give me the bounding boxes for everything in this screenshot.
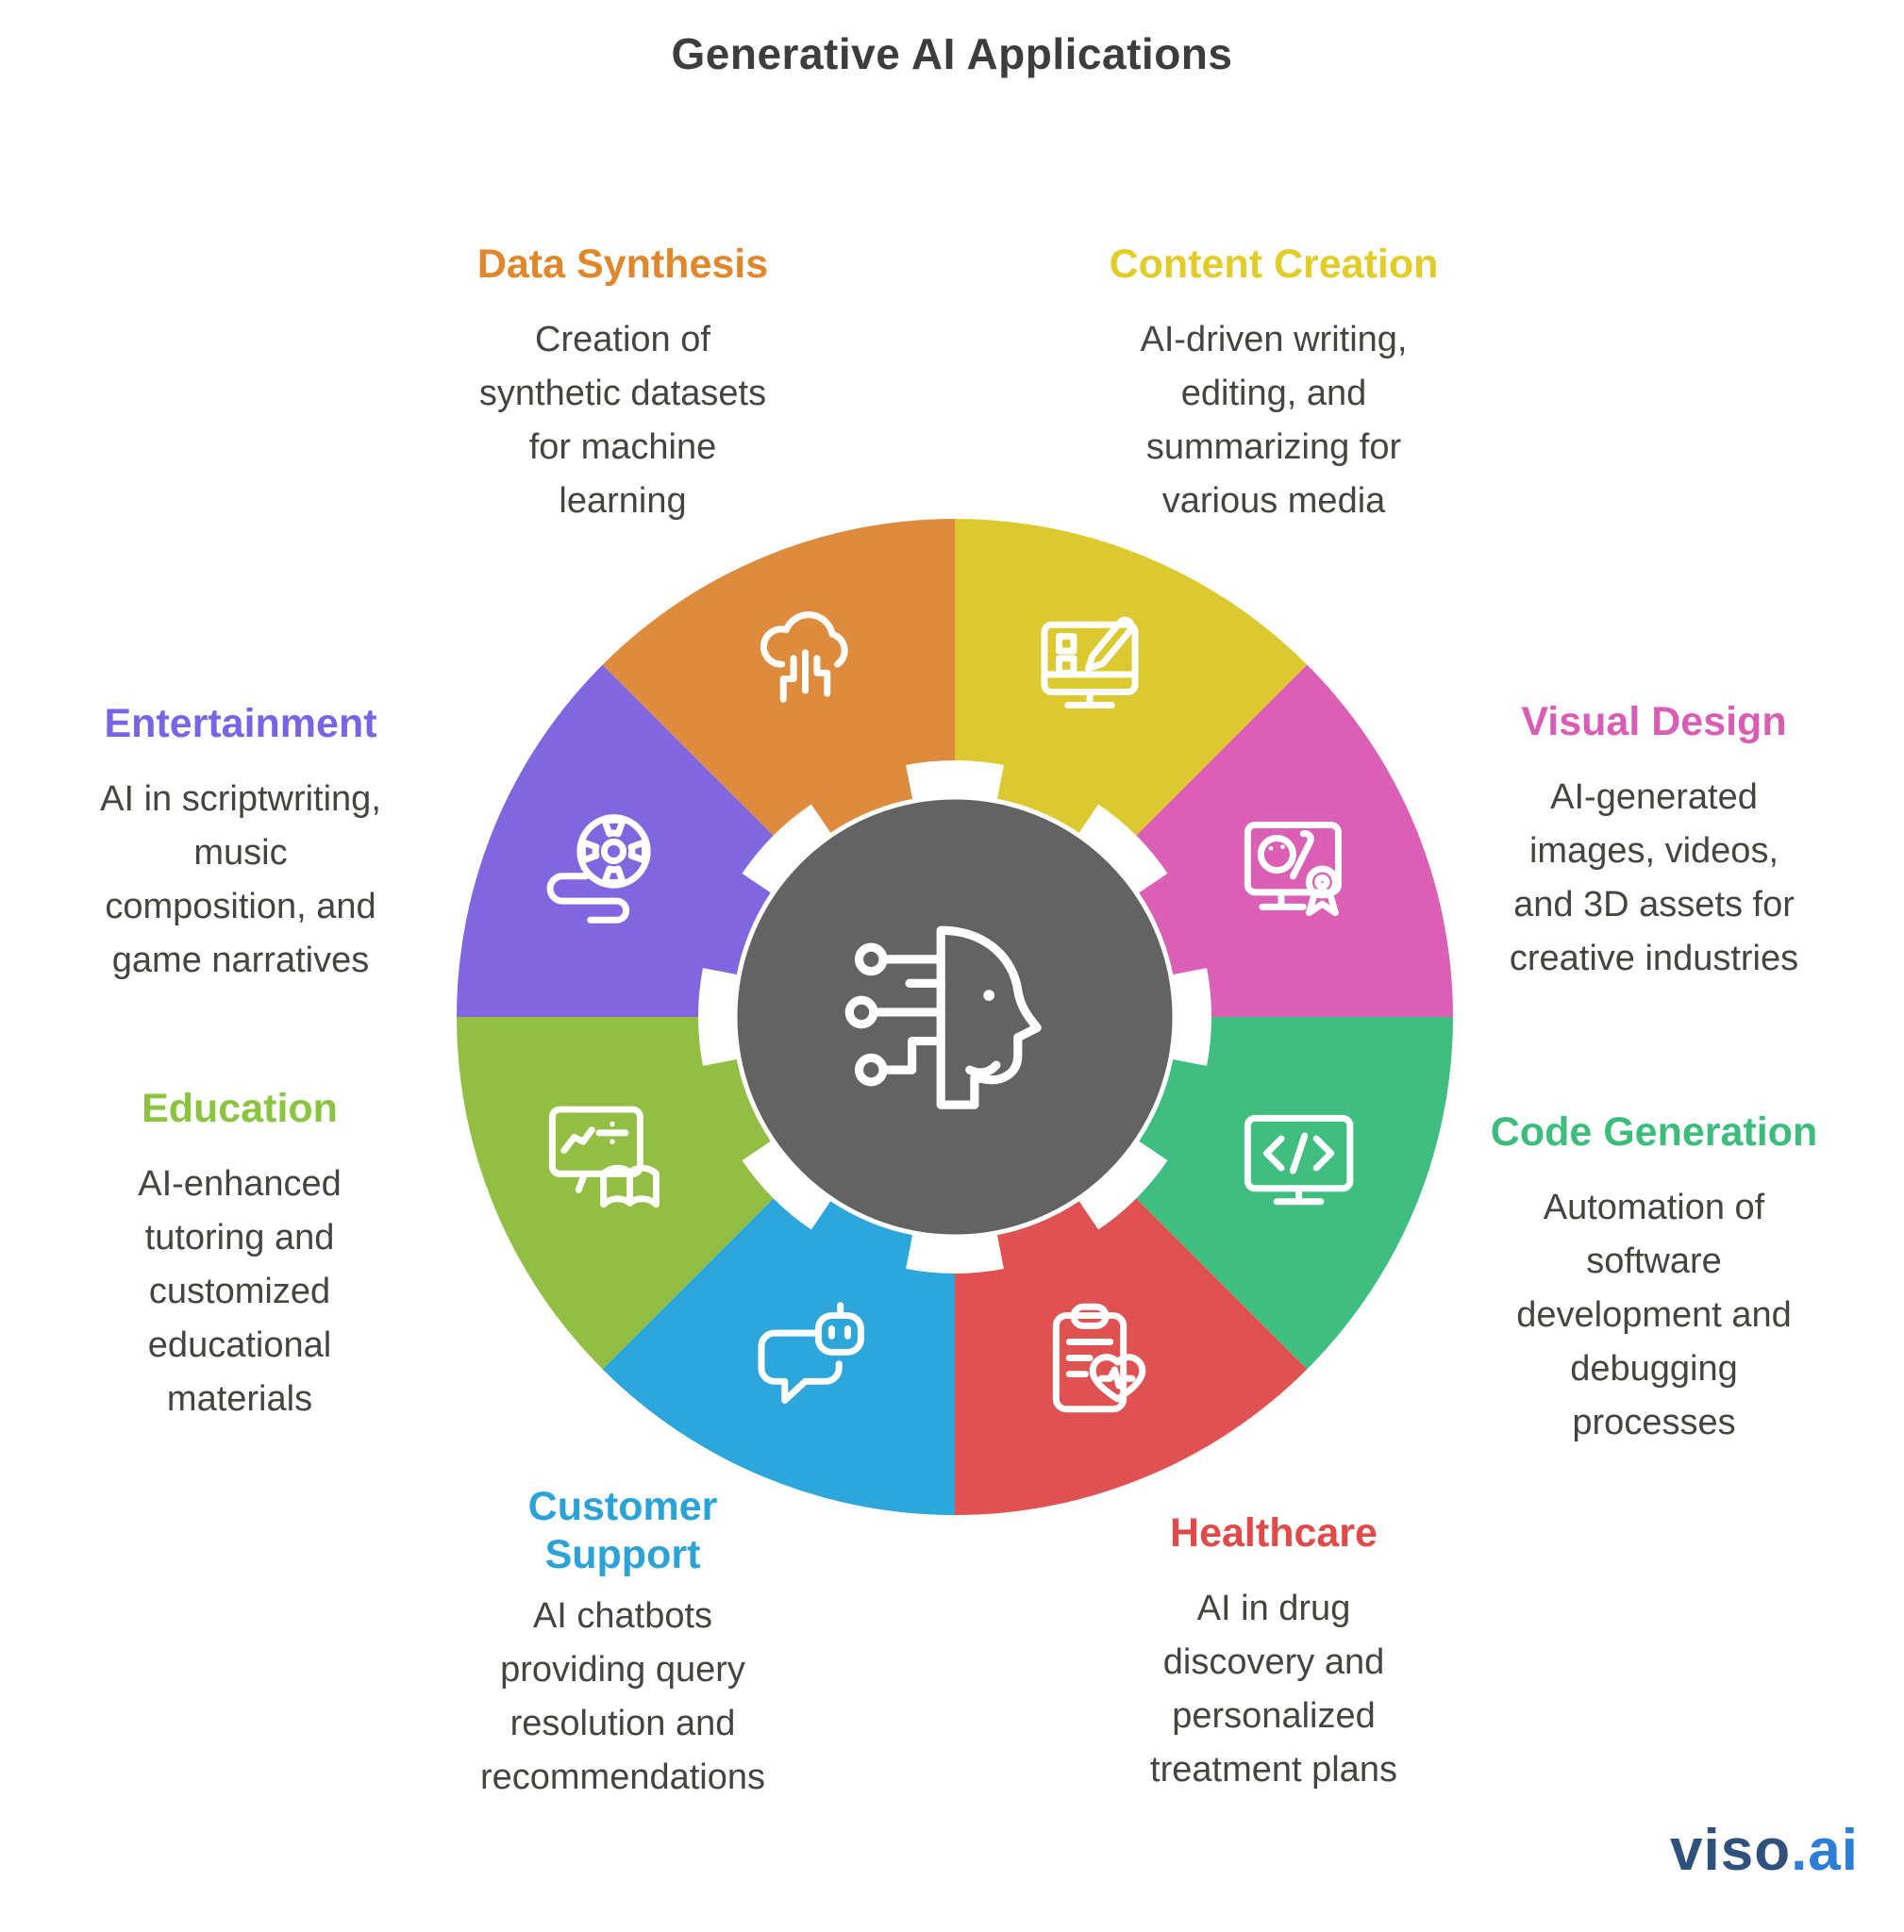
- brand-logo: viso.ai: [1670, 1817, 1859, 1884]
- section-heading-data-synthesis: Data Synthesis: [476, 242, 769, 287]
- section-visual-design: Visual Design AI-generated images, video…: [1444, 698, 1864, 986]
- section-heading-healthcare: Healthcare: [1170, 1510, 1378, 1556]
- clipboard-heart-icon: [1052, 1303, 1146, 1413]
- customer-support-segment: [602, 1176, 955, 1515]
- section-heading-entertainment: Entertainment: [104, 701, 377, 746]
- monitor-pencil-icon: [1041, 616, 1139, 708]
- ai-head-profile-icon: [844, 925, 1042, 1109]
- section-description-code-generation: Automation of software development and d…: [1516, 1187, 1792, 1442]
- section-customer-support: Customer Support AI chatbots providing q…: [377, 1483, 868, 1805]
- section-description-entertainment: AI in scriptwriting, music composition, …: [100, 778, 381, 980]
- section-description-customer-support: AI chatbots providing query resolution a…: [479, 1596, 766, 1798]
- section-heading-customer-support: Customer Support: [527, 1484, 718, 1577]
- section-education: Education AI-enhanced tutoring and custo…: [26, 1085, 453, 1426]
- section-description-education: AI-enhanced tutoring and customized educ…: [138, 1163, 342, 1419]
- wheel-center: [732, 794, 1177, 1240]
- section-data-synthesis: Data Synthesis Creation of synthetic dat…: [377, 241, 868, 528]
- brand-logo-primary: viso: [1670, 1818, 1792, 1883]
- section-content-creation: Content Creation AI-driven writing, edit…: [1028, 241, 1519, 528]
- applications-wheel: [457, 519, 1453, 1515]
- section-heading-education: Education: [142, 1086, 338, 1131]
- section-description-visual-design: AI-generated images, videos, and 3D asse…: [1509, 776, 1799, 978]
- brand-logo-suffix: .ai: [1791, 1818, 1859, 1883]
- cloud-circuit-icon: [760, 611, 848, 703]
- page-title: Generative AI Applications: [671, 29, 1233, 78]
- film-reel-icon: [546, 814, 651, 924]
- monitor-code-icon: [1244, 1114, 1354, 1206]
- section-entertainment: Entertainment AI in scriptwriting, music…: [17, 700, 464, 988]
- section-description-data-synthesis: Creation of synthetic datasets for machi…: [478, 319, 767, 521]
- monitor-palette-award-icon: [1244, 822, 1342, 917]
- section-heading-visual-design: Visual Design: [1521, 699, 1787, 744]
- section-description-content-creation: AI-driven writing, editing, and summariz…: [1140, 319, 1408, 521]
- section-code-generation: Code Generation Automation of software d…: [1442, 1108, 1866, 1450]
- section-healthcare: Healthcare AI in drug discovery and pers…: [1047, 1509, 1500, 1797]
- section-heading-content-creation: Content Creation: [1109, 242, 1439, 287]
- section-heading-code-generation: Code Generation: [1490, 1109, 1818, 1155]
- monitor-book-icon: [548, 1106, 660, 1208]
- chat-robot-icon: [758, 1302, 864, 1404]
- section-description-healthcare: AI in drug discovery and personalized tr…: [1150, 1588, 1397, 1790]
